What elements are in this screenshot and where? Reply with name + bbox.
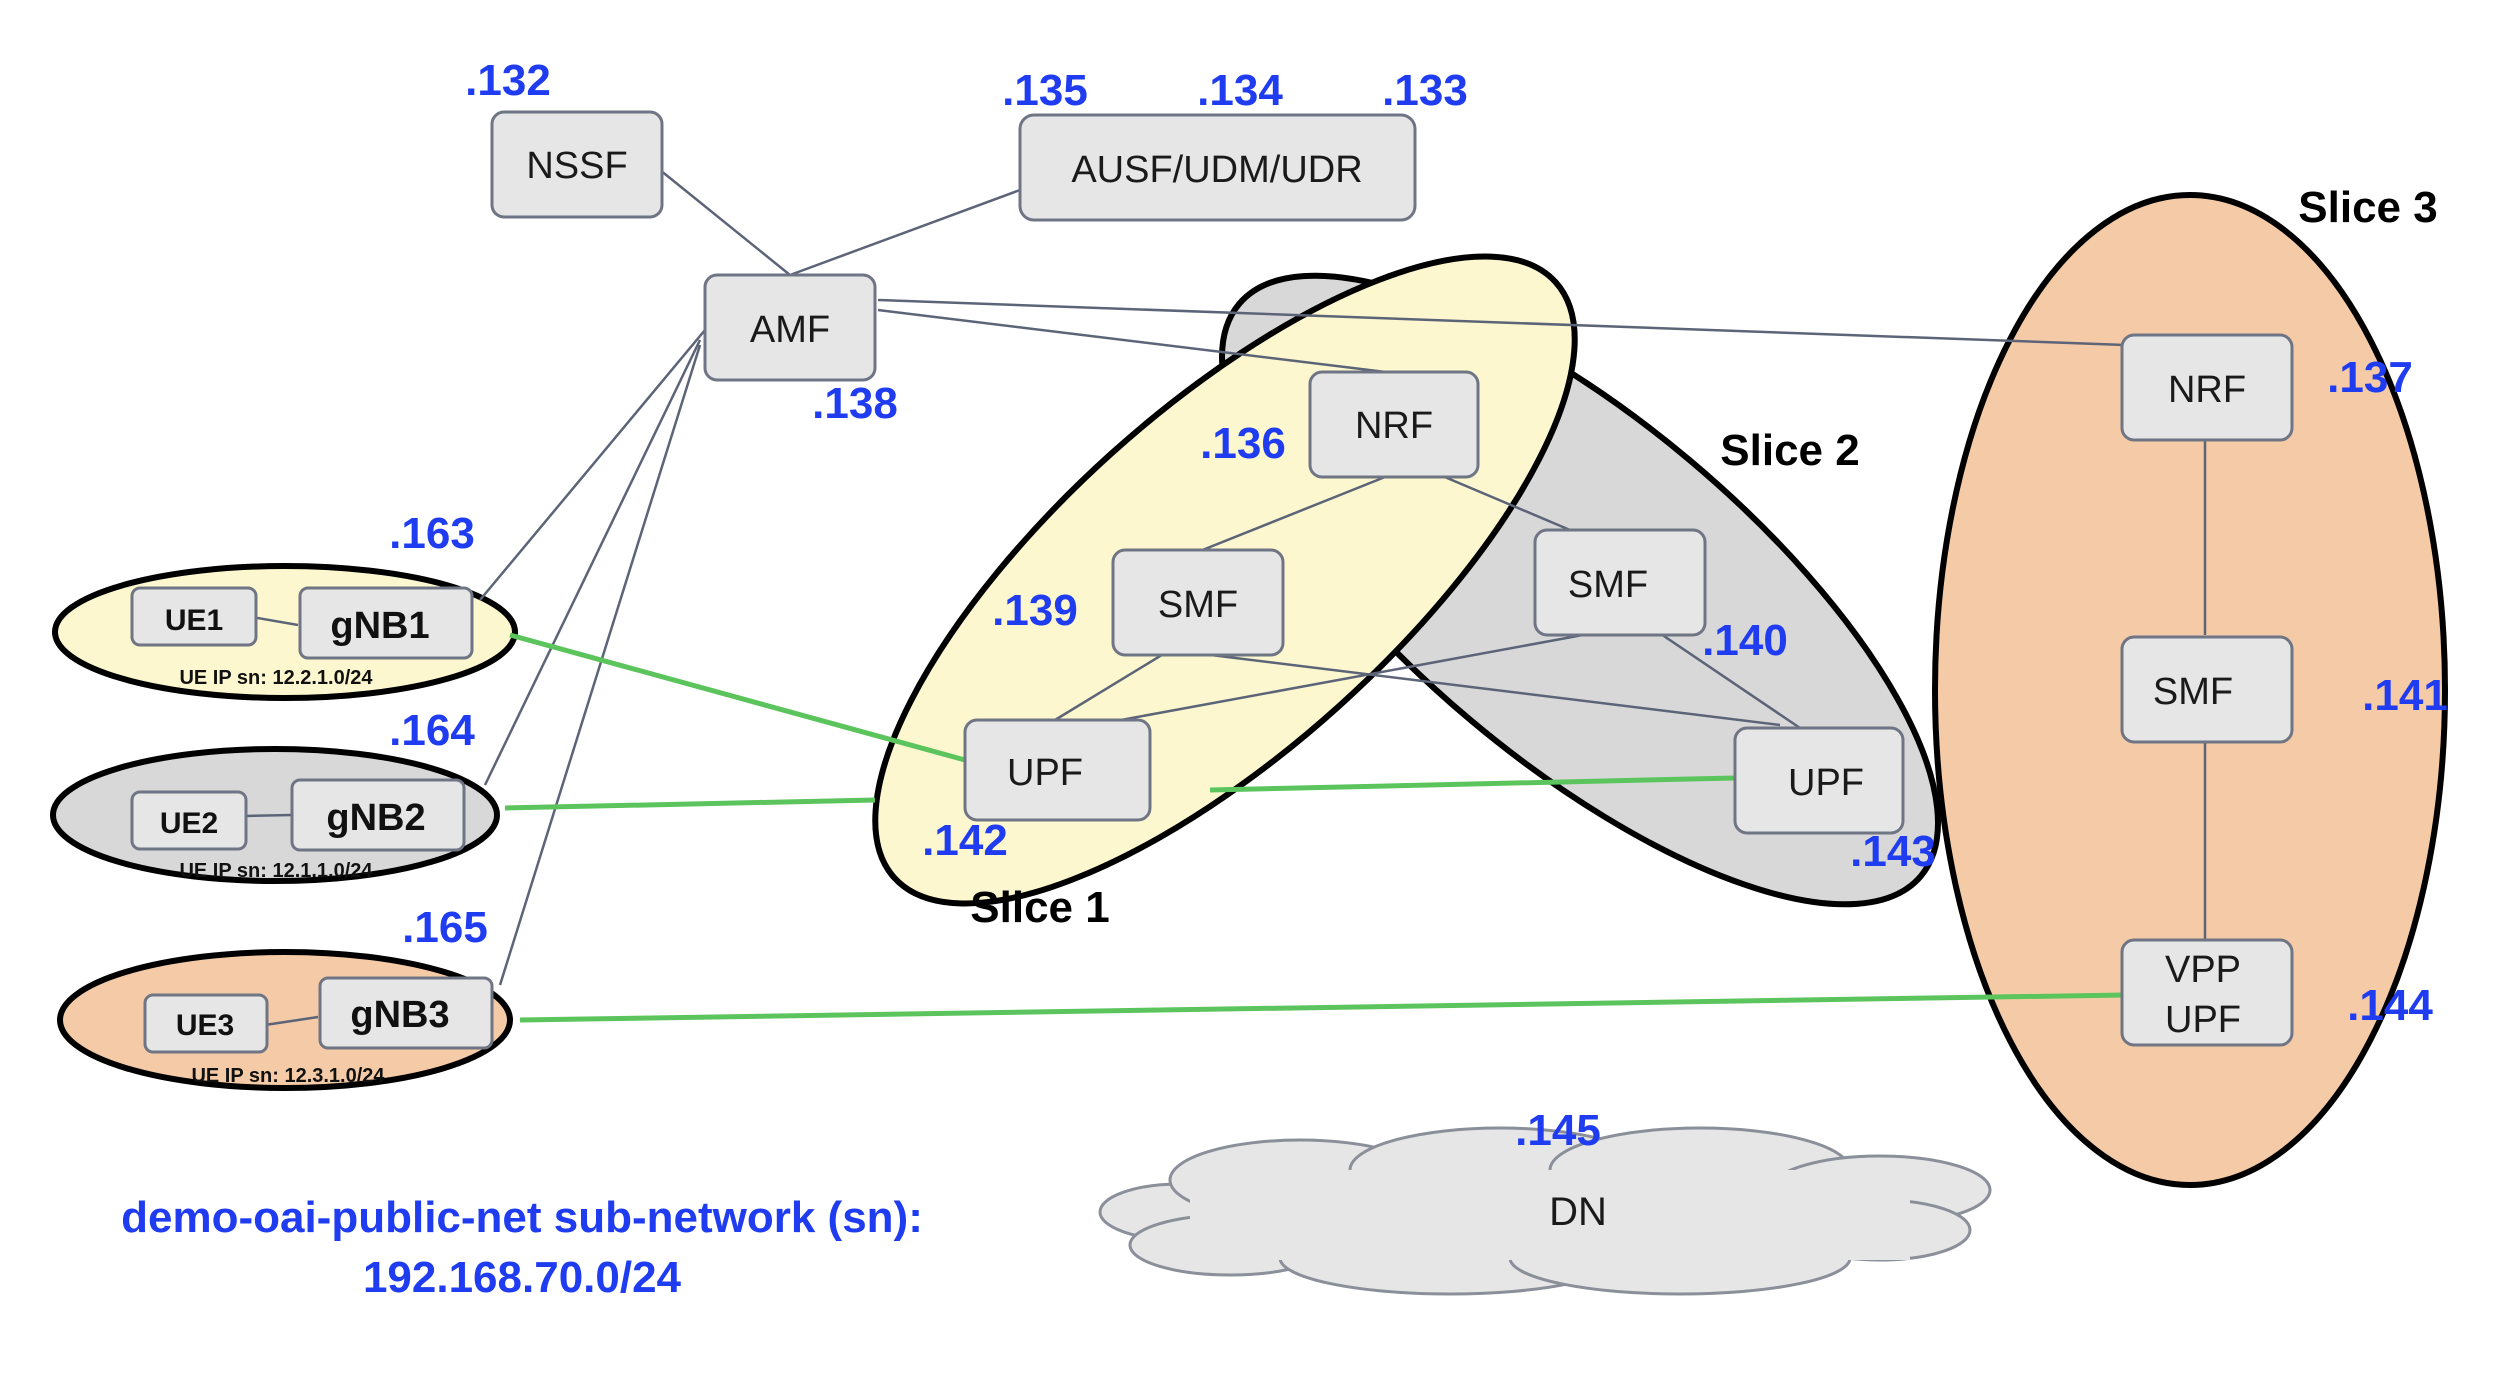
ran3-subnet: UE IP sn: 12.3.1.0/24 [191, 1065, 385, 1087]
ausf-udm-udr-box: AUSF/UDM/UDR [1018, 113, 1417, 222]
slice3-label: Slice 3 [2298, 183, 2437, 232]
amf-label: AMF [750, 309, 830, 351]
slice1-smf-ip: .139 [992, 586, 1078, 635]
ran3-group: UE3 gNB3 UE IP sn: 12.3.1.0/24 [143, 976, 494, 1087]
ausf-ip-1: .135 [1002, 66, 1088, 115]
ausf-ip-2: .134 [1197, 66, 1283, 115]
dn-label: DN [1549, 1190, 1607, 1234]
slice2-label: Slice 2 [1720, 426, 1859, 475]
ran1-group: UE1 gNB1 UE IP sn: 12.2.1.0/24 [130, 586, 474, 689]
gnb1-label: gNB1 [330, 605, 429, 647]
slice1-nrf-box: NRF [1308, 370, 1480, 479]
amf-ip: .138 [812, 379, 898, 428]
ue2-label: UE2 [160, 807, 218, 840]
slice1-nrf-ip: .136 [1200, 419, 1286, 468]
slice2-smf-label: SMF [1568, 564, 1648, 606]
ue1-label: UE1 [165, 604, 223, 637]
slice2-upf-ip: .143 [1850, 827, 1936, 876]
gnb3-ip: .165 [402, 903, 488, 952]
gnb2-ip: .164 [389, 706, 475, 755]
slice1-label: Slice 1 [970, 883, 1109, 932]
slice2-smf-box: SMF [1533, 528, 1707, 637]
slice3-smf-box: SMF [2120, 635, 2294, 744]
slice2-upf-label: UPF [1788, 762, 1864, 804]
slice3-upf-label-line2: UPF [2165, 999, 2241, 1041]
gnb3-label: gNB3 [350, 994, 449, 1036]
slice1-nrf-label: NRF [1355, 405, 1433, 447]
nssf-label: NSSF [526, 145, 627, 187]
gnb2-box [290, 778, 466, 852]
slice1-upf-box: UPF [963, 718, 1152, 822]
dn-cloud [1098, 1126, 1992, 1296]
ran2-group: UE2 gNB2 UE IP sn: 12.1.1.0/24 [130, 778, 466, 882]
slice3-nrf-label: NRF [2168, 369, 2246, 411]
slice3-nrf-ip: .137 [2327, 353, 2413, 402]
dn-ip: .145 [1515, 1106, 1601, 1155]
slice1-smf-box: SMF [1111, 548, 1285, 657]
slice3-vpp-upf-box: VPP UPF [2120, 938, 2294, 1047]
control-plane-links [199, 169, 2207, 1027]
slice3-smf-ip: .141 [2362, 671, 2448, 720]
user-plane-links [504, 632, 2126, 1023]
nssf-box: NSSF [490, 110, 664, 219]
gnb1-ip: .163 [389, 509, 475, 558]
ue3-label: UE3 [176, 1009, 234, 1042]
slice1-smf-label: SMF [1158, 584, 1238, 626]
gnb3-box [318, 976, 494, 1050]
slice1-upf-ip: .142 [922, 816, 1008, 865]
slice1-upf-label: UPF [1007, 752, 1083, 794]
ue1-box [130, 586, 258, 647]
slice2-smf-ip: .140 [1702, 616, 1788, 665]
slice3-nrf-box: NRF [2120, 333, 2294, 442]
ran1-subnet: UE IP sn: 12.2.1.0/24 [179, 667, 373, 689]
ran2-subnet: UE IP sn: 12.1.1.0/24 [179, 860, 373, 882]
gnb1-box [298, 586, 474, 660]
subnet-caption-line1: demo-oai-public-net sub-network (sn): [121, 1193, 923, 1242]
ue2-box [130, 790, 248, 851]
amf-box: AMF [703, 273, 877, 382]
slice2-upf-box: UPF [1733, 726, 1905, 835]
slice3-upf-label-line1: VPP [2165, 949, 2241, 991]
gnb2-label: gNB2 [326, 797, 425, 839]
ausf-ip-3: .133 [1382, 66, 1468, 115]
ue3-box [143, 993, 269, 1054]
nssf-ip: .132 [465, 56, 551, 105]
subnet-caption-line2: 192.168.70.0/24 [363, 1253, 682, 1302]
slice3-upf-ip: .144 [2347, 981, 2433, 1030]
slice3-smf-label: SMF [2153, 671, 2233, 713]
ausf-label: AUSF/UDM/UDR [1071, 149, 1362, 191]
